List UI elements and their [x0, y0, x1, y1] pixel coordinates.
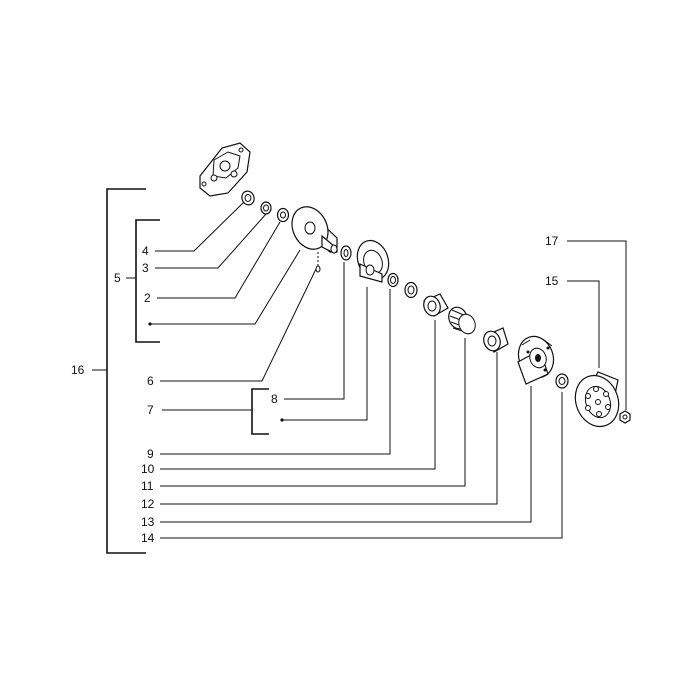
label-10: 10: [141, 462, 155, 476]
label-14: 14: [141, 531, 155, 545]
label-5: 5: [114, 271, 121, 285]
circlip-part: [260, 201, 272, 215]
bracket-16: [92, 188, 146, 554]
spring-part: [448, 306, 476, 335]
nut-part: [619, 410, 631, 424]
label-4: 4: [142, 244, 149, 258]
label-3: 3: [142, 261, 149, 275]
washer-part: [387, 272, 418, 299]
bearing-part: [241, 190, 255, 206]
callout-labels: 4 3 5 2 16 6 8 7 9 10 11 12 13 14 17 15: [71, 234, 559, 545]
label-17: 17: [545, 234, 559, 248]
clutch-washer-part: [555, 373, 569, 389]
clutch-assembly-part: [517, 335, 555, 385]
bracket-7: [162, 388, 269, 435]
label-15: 15: [545, 274, 559, 288]
leader-lines: [148, 200, 627, 539]
label-12: 12: [141, 497, 155, 511]
gear-housing-part: [199, 142, 251, 197]
label-6: 6: [147, 374, 154, 388]
label-16: 16: [71, 363, 85, 377]
sleeve-part: [423, 293, 449, 317]
label-11: 11: [141, 479, 154, 493]
bushing-part: [276, 207, 290, 223]
bracket-5: [126, 219, 160, 343]
label-8: 8: [271, 392, 278, 406]
label-2: 2: [144, 291, 151, 305]
label-13: 13: [141, 515, 155, 529]
spring-cup-part: [483, 327, 509, 353]
label-9: 9: [147, 447, 154, 461]
clutch-bell-part: [574, 371, 620, 428]
pin-part: [315, 252, 321, 273]
label-7: 7: [147, 403, 154, 417]
fixed-pulley-part: [291, 206, 338, 254]
movable-pulley-part: [356, 239, 390, 283]
seal-ring-part: [340, 245, 352, 261]
